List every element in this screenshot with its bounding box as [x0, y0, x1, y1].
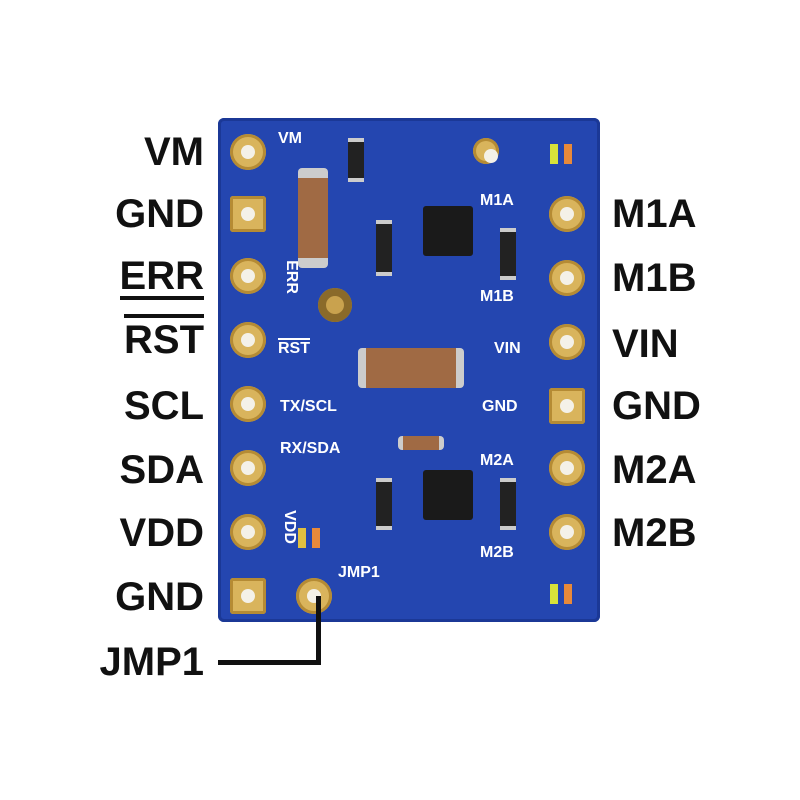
pin-label-m2a: M2A [612, 448, 697, 492]
silk-jmp1: JMP1 [338, 564, 380, 581]
silk-vdd: VDD [280, 510, 298, 544]
silk-m1a: M1A [480, 192, 514, 209]
pin-label-gnd-2: GND [115, 575, 204, 619]
pin-label-vm: VM [144, 130, 204, 174]
silk-vm: VM [278, 130, 302, 147]
pin-label-jmp1: JMP1 [99, 640, 205, 684]
resistor [348, 138, 364, 182]
pin-label-rst: RST [124, 314, 204, 360]
led-yellow [298, 528, 306, 548]
pin-label-sda: SDA [119, 448, 204, 492]
capacitor [298, 168, 328, 268]
pad-gnd-2 [230, 578, 266, 614]
silk-rst: RST [278, 338, 310, 357]
silk-txscl: TX/SCL [280, 398, 337, 415]
pad-m2a [549, 450, 585, 486]
silk-gnd: GND [482, 398, 518, 415]
resistor [500, 228, 516, 280]
pin-label-gnd: GND [115, 192, 204, 236]
mounting-hole [318, 288, 352, 322]
silk-vin: VIN [494, 340, 521, 357]
pad-gnd-right [549, 388, 585, 424]
led-yellow [550, 584, 558, 604]
motor-driver-board: VM M1A M1B ERR RST VIN TX/SCL GND RX/SDA… [218, 118, 600, 622]
jmp1-leader-line [218, 596, 321, 665]
silk-m2a: M2A [480, 452, 514, 469]
pad-jmp1 [296, 578, 332, 614]
pin-label-m1b: M1B [612, 256, 697, 300]
led-orange [564, 584, 572, 604]
pin-label-scl: SCL [124, 384, 204, 428]
silk-m2b: M2B [480, 544, 514, 561]
pad-sda [230, 450, 266, 486]
pin-label-err: ERR [119, 254, 204, 300]
pin-label-m1a: M1A [612, 192, 697, 236]
pin-label-gnd-right: GND [612, 384, 701, 428]
capacitor [358, 348, 464, 388]
pad-scl [230, 386, 266, 422]
resistor [376, 220, 392, 276]
resistor [500, 478, 516, 530]
led-yellow [550, 144, 558, 164]
driver-chip-2 [423, 470, 473, 520]
pin-label-vin: VIN [612, 322, 679, 366]
pad-m1a [549, 196, 585, 232]
pin-label-vdd: VDD [119, 511, 204, 555]
resistor [376, 478, 392, 530]
silk-rxsda: RX/SDA [280, 440, 341, 457]
pad-vm [230, 134, 266, 170]
capacitor [398, 436, 444, 450]
pad-m2b [549, 514, 585, 550]
pad-vin [549, 324, 585, 360]
led-orange [312, 528, 320, 548]
pad-gnd [230, 196, 266, 232]
silk-m1b: M1B [480, 288, 514, 305]
driver-chip-1 [423, 206, 473, 256]
pad-err [230, 258, 266, 294]
silk-err: ERR [282, 260, 300, 294]
pad-m1b [549, 260, 585, 296]
pad-small [473, 138, 499, 164]
led-orange [564, 144, 572, 164]
pad-rst [230, 322, 266, 358]
pad-vdd [230, 514, 266, 550]
pin-label-m2b: M2B [612, 511, 697, 555]
